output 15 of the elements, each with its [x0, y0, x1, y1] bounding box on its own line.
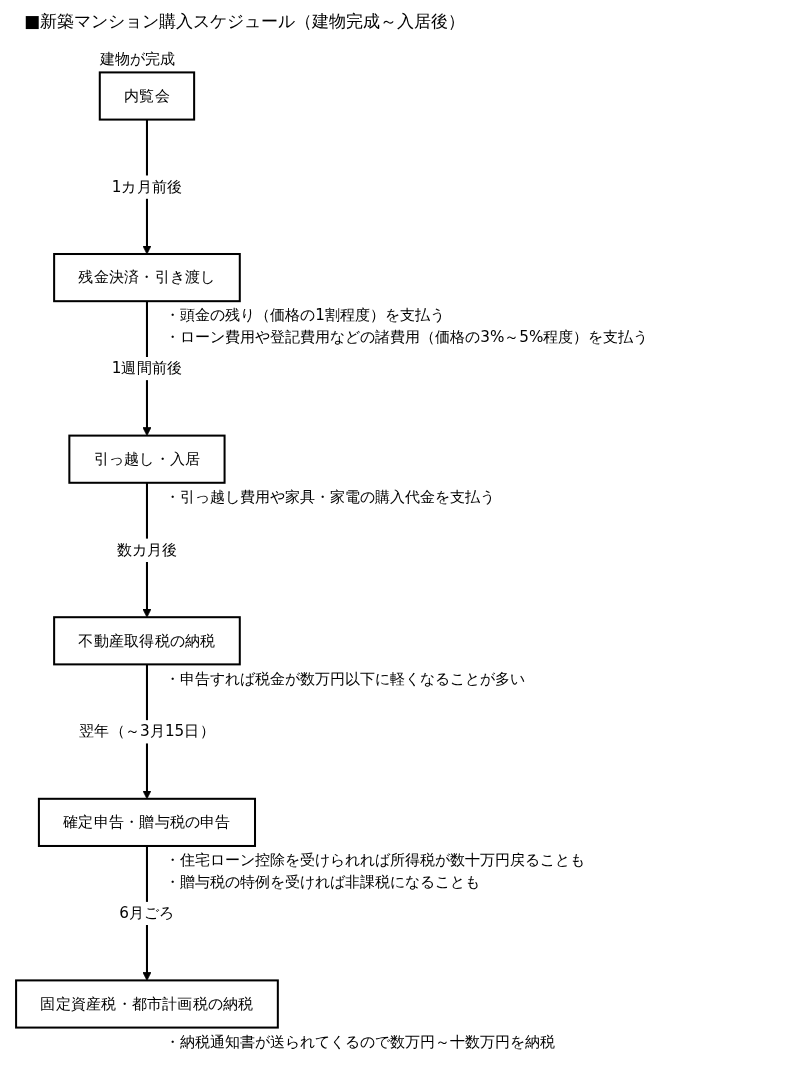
note-text: ・引っ越し費用や家具・家電の購入代金を支払う	[165, 488, 496, 507]
diagram-title: ■新築マンション購入スケジュール（建物完成～入居後）	[24, 10, 466, 33]
process-box: 引っ越し・入居	[68, 434, 226, 484]
note-text: ・納税通知書が送られてくるので数万円～十数万円を納税	[165, 1032, 556, 1051]
process-box: 内覧会	[98, 71, 196, 121]
note-text: ・頭金の残り（価格の1割程度）を支払う	[165, 306, 445, 325]
process-box: 固定資産税・都市計画税の納税	[15, 979, 279, 1029]
process-box: 不動産取得税の納税	[53, 616, 241, 666]
note-text: ・ローン費用や登記費用などの諸費用（価格の3%～5%程度）を支払う	[165, 327, 649, 346]
process-box: 残金決済・引き渡し	[53, 253, 241, 303]
note-text: ・住宅ローン控除を受けられれば所得税が数十万円戻ることも	[165, 851, 586, 870]
note-text: ・贈与税の特例を受ければ非課税になることも	[165, 872, 481, 891]
note-text: ・申告すれば税金が数万円以下に軽くなることが多い	[165, 669, 526, 688]
process-box: 確定申告・贈与税の申告	[37, 797, 257, 847]
note-text: 建物が完成	[99, 50, 175, 69]
